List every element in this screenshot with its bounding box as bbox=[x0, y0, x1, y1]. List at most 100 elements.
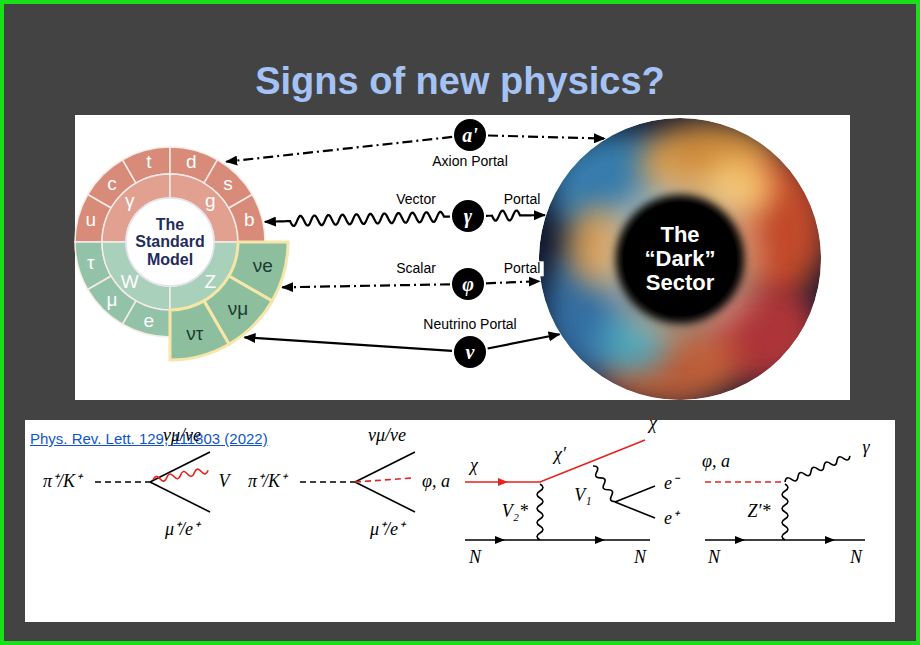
node-label: ντ bbox=[186, 324, 203, 345]
feynman-pion-vector bbox=[152, 467, 208, 483]
fermion-arrow bbox=[735, 536, 745, 544]
vector-portal-line bbox=[486, 211, 545, 221]
particle-label: π⁺/K⁺ bbox=[248, 472, 286, 492]
particle-segment: νμ bbox=[224, 298, 251, 321]
feynman-pion-vector bbox=[95, 452, 210, 512]
photon-line bbox=[784, 453, 851, 485]
portal-name: Vector bbox=[393, 192, 439, 207]
particle-segment: νe bbox=[249, 255, 276, 278]
node-label: e bbox=[143, 311, 154, 332]
particle-segment: ντ bbox=[183, 323, 207, 346]
nucleus-line bbox=[705, 539, 865, 541]
particle-label: N bbox=[708, 548, 720, 568]
feynman-diagram bbox=[95, 440, 865, 544]
portal-disc bbox=[452, 200, 484, 232]
segment-fill bbox=[170, 301, 229, 360]
nebula-illustration bbox=[598, 177, 762, 341]
particle-segment: μ bbox=[104, 288, 121, 311]
vector-boson-line bbox=[152, 467, 208, 483]
scalar-line bbox=[705, 481, 785, 483]
dashdot-portal-line bbox=[488, 135, 605, 138]
feynman-panel bbox=[25, 420, 895, 622]
portal-disc bbox=[454, 336, 486, 368]
particle-segment: W bbox=[118, 271, 142, 294]
particle-label: V₁ bbox=[574, 486, 591, 506]
segment-fill bbox=[229, 195, 265, 243]
particle-label: φ, a bbox=[702, 452, 730, 472]
node-label: τ bbox=[87, 253, 95, 274]
particle-label: V bbox=[219, 472, 230, 492]
particle-segment: γ bbox=[122, 190, 138, 213]
particle-label: γ bbox=[862, 438, 869, 458]
feynman-pion-scalar bbox=[300, 452, 415, 512]
nebula-illustration bbox=[539, 118, 827, 406]
mediator-line bbox=[537, 484, 543, 540]
portal-name: Portal bbox=[501, 192, 544, 207]
shape-part bbox=[75, 147, 288, 360]
fermion-arrow bbox=[825, 536, 835, 544]
node-label: u bbox=[85, 210, 96, 231]
particle-segment: g bbox=[202, 190, 219, 213]
particle-segment: c bbox=[104, 173, 120, 196]
nebula-illustration bbox=[616, 195, 744, 323]
node-label: γ bbox=[464, 205, 472, 227]
node-label: ν bbox=[466, 341, 475, 363]
dark-sector-circle: The “Dark” Sector bbox=[539, 118, 821, 400]
node-label: νμ bbox=[228, 299, 248, 320]
dark-fermion-line bbox=[465, 440, 645, 482]
particle-segment: t bbox=[143, 151, 155, 174]
node-label: The “Dark” Sector bbox=[630, 223, 730, 296]
particle-label: N bbox=[850, 548, 862, 568]
particle-label: νμ/νe bbox=[163, 426, 201, 446]
node-label: a' bbox=[462, 124, 478, 146]
electron-line bbox=[615, 486, 655, 502]
node-label: The Standard Model bbox=[128, 216, 212, 269]
particle-segment: s bbox=[220, 173, 236, 196]
node-label: W bbox=[121, 272, 139, 293]
particle-segment: b bbox=[241, 209, 258, 232]
feynman-dark-scatter bbox=[465, 440, 655, 544]
node-label: b bbox=[244, 210, 255, 231]
lepton-line bbox=[150, 482, 210, 512]
portal-circle: γVectorPortal bbox=[451, 199, 485, 233]
particle-label: χ′ bbox=[554, 445, 566, 465]
node-label: g bbox=[205, 191, 216, 212]
center-disc bbox=[126, 198, 214, 286]
portal-disc bbox=[454, 119, 486, 151]
particle-label: φ, a bbox=[422, 472, 450, 492]
lepton-line bbox=[355, 482, 415, 512]
particle-segment: u bbox=[82, 209, 99, 232]
feynman-dark-scatter bbox=[590, 464, 617, 503]
mediator-line bbox=[590, 464, 617, 503]
neutrino-line bbox=[355, 452, 415, 482]
particle-segment: τ bbox=[84, 252, 98, 275]
standard-model-wheel: The Standard ModelctduγgsbτWZνeμeνμντ bbox=[75, 147, 265, 337]
vector-portal-line bbox=[265, 212, 450, 226]
feynman-primakoff bbox=[782, 484, 788, 540]
node-label: γ bbox=[125, 191, 135, 212]
particle-label: χ bbox=[470, 456, 478, 476]
particle-label: μ⁺/e⁺ bbox=[165, 520, 199, 540]
particle-label: e⁻ bbox=[664, 474, 678, 494]
meson-line bbox=[300, 481, 355, 483]
node-label: νe bbox=[253, 256, 273, 277]
portal-name: Neutrino Portal bbox=[420, 317, 519, 332]
fermion-arrow bbox=[498, 478, 508, 486]
feynman-dark-scatter bbox=[537, 484, 543, 540]
portal-circle: a'Axion Portal bbox=[453, 118, 487, 152]
segment-fill bbox=[123, 301, 171, 337]
citation-link: Phys. Rev. Lett. 129, 111803 (2022) bbox=[30, 430, 268, 447]
particle-segment: d bbox=[183, 151, 200, 174]
particle-label: V₂* bbox=[502, 502, 528, 522]
particle-label: N bbox=[469, 548, 481, 568]
portal-circle: φScalarPortal bbox=[451, 267, 485, 301]
portal-name: Axion Portal bbox=[429, 154, 510, 169]
portal-name: Scalar bbox=[393, 261, 439, 276]
portal-name: Portal bbox=[501, 261, 544, 276]
nucleus-line bbox=[465, 539, 650, 541]
node-label: t bbox=[146, 152, 151, 173]
node-label: φ bbox=[462, 273, 474, 295]
particle-label: Z′* bbox=[748, 502, 771, 522]
